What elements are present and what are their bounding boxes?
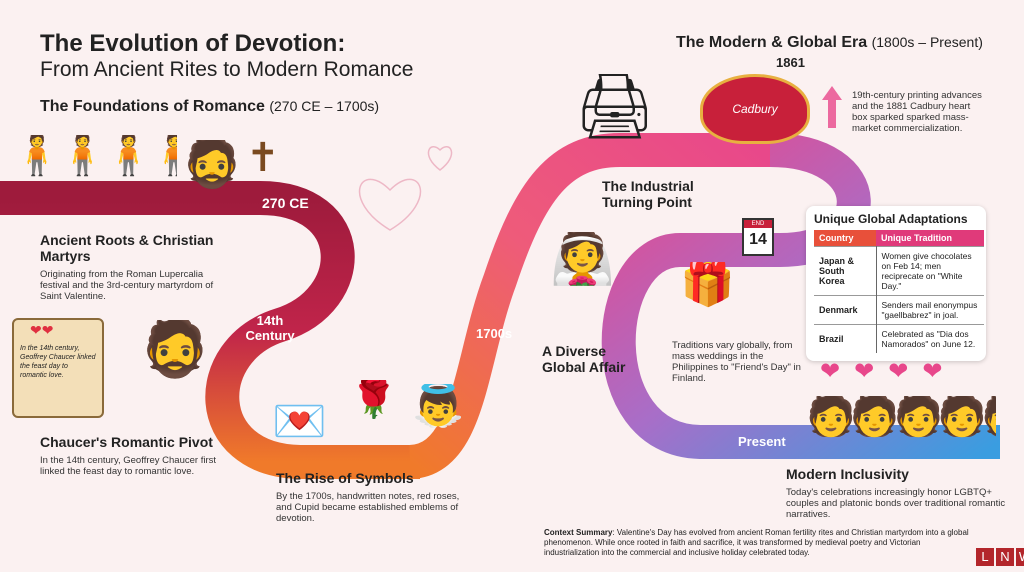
love-letters-illustration: 💌 — [272, 400, 327, 446]
marker-1700s: 1700s — [476, 326, 513, 341]
chocolate-exchange-illustration: 🎁 — [680, 262, 735, 308]
foundations-heading: The Foundations of Romance (270 CE – 170… — [40, 98, 380, 115]
marker-270ce: 270 CE — [262, 195, 309, 211]
calendar-icon: END 14 — [742, 218, 774, 256]
ancient-section: Ancient Roots & Christian Martyrs Origin… — [40, 232, 214, 302]
inclusivity-section: Modern Inclusivity Today's celebrations … — [786, 466, 1006, 520]
pride-hearts-illustration: ❤❤❤❤ — [820, 360, 957, 385]
page-subtitle: From Ancient Rites to Modern Romance — [40, 58, 414, 81]
cadbury-heart-box: Cadbury — [700, 74, 810, 144]
diverse-text: Traditions vary globally, from mass wedd… — [672, 340, 801, 384]
saint-valentine-illustration: 🧔 — [182, 140, 238, 190]
printing-press-illustration: 🖨 — [574, 74, 656, 142]
diverse-section: A Diverse Global Affair — [542, 343, 626, 375]
roman-figures-illustration: 🧍🧍🧍🧍 — [12, 135, 177, 177]
hearts-icon: ❤❤ — [30, 322, 54, 338]
marker-14th-century: 14th Century — [245, 313, 295, 343]
industrial-section: The Industrial Turning Point — [602, 178, 694, 210]
symbols-section: The Rise of Symbols By the 1700s, handwr… — [276, 470, 460, 524]
cross-icon: ✝ — [246, 138, 280, 178]
arrow-up-icon — [822, 86, 842, 128]
lnw-logo: LNW — [976, 548, 1024, 566]
decorative-hearts — [358, 146, 453, 231]
cupid-illustration: 👼 — [412, 384, 465, 428]
wedding-illustration: 👰 — [550, 232, 614, 287]
rose-illustration: 🌹 — [350, 380, 398, 420]
marker-1861: 1861 — [776, 55, 805, 70]
modern-heading: The Modern & Global Era (1800s – Present… — [676, 34, 983, 51]
page-title: The Evolution of Devotion: — [40, 30, 346, 57]
scroll-illustration: In the 14th century, Geoffrey Chaucer li… — [12, 318, 104, 418]
marker-present: Present — [738, 434, 786, 449]
context-summary: Context Summary: Valentine's Day has evo… — [544, 528, 969, 557]
industrial-text: 19th-century printing advances and the 1… — [852, 90, 982, 134]
chaucer-section: Chaucer's Romantic Pivot In the 14th cen… — [40, 434, 217, 477]
chaucer-illustration: 🧔 — [140, 320, 210, 379]
diverse-crowd-illustration: 🧑🧑🧑🧑🧑 — [806, 396, 996, 438]
